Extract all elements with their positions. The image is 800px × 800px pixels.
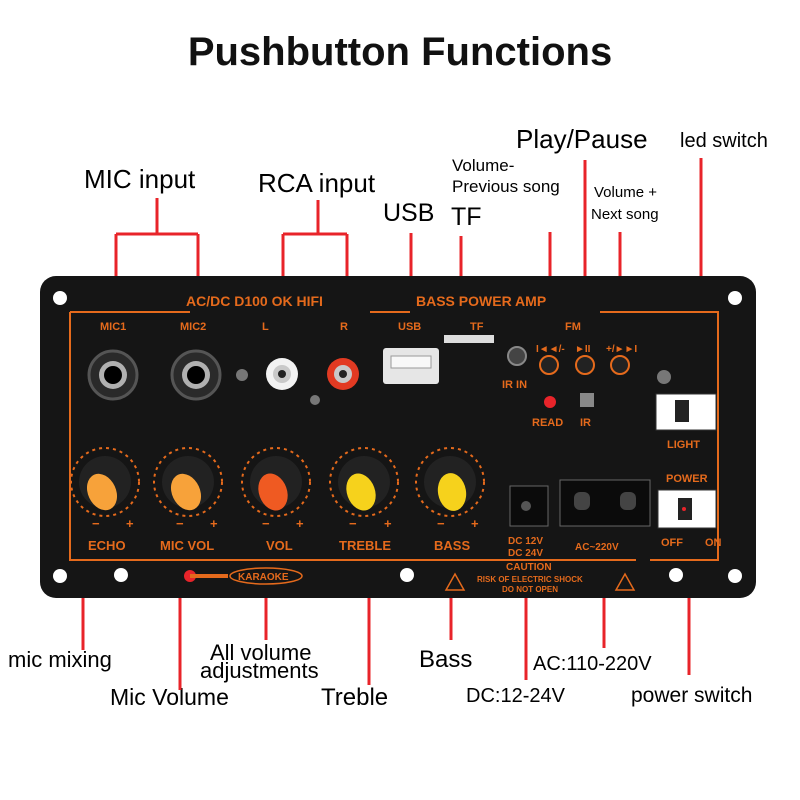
mount-hole bbox=[728, 291, 742, 305]
callout-volume-plus: Volume + bbox=[594, 184, 657, 201]
knob-plus: + bbox=[126, 516, 134, 531]
next-button[interactable] bbox=[610, 355, 630, 375]
mount-hole bbox=[669, 568, 683, 582]
callout-usb: USB bbox=[383, 199, 435, 227]
label-read: READ bbox=[532, 417, 563, 429]
callout-mic-mixing: mic mixing bbox=[8, 647, 112, 672]
label-light: LIGHT bbox=[667, 439, 700, 451]
label-bass: BASS bbox=[434, 538, 470, 553]
knob-minus: − bbox=[92, 516, 100, 531]
callout-bass: Bass bbox=[419, 646, 473, 673]
ir-receiver bbox=[580, 393, 594, 407]
callout-ac: AC:110-220V bbox=[533, 653, 652, 675]
callout-treble: Treble bbox=[321, 684, 389, 711]
label-mic1: MIC1 bbox=[100, 321, 126, 333]
knob-plus: + bbox=[296, 516, 304, 531]
mic2-jack[interactable] bbox=[170, 349, 222, 401]
label-vol: VOL bbox=[266, 538, 293, 553]
callout-tf: TF bbox=[451, 203, 482, 231]
callout-mic-input: MIC input bbox=[84, 164, 196, 194]
screw bbox=[657, 370, 671, 384]
label-dc-12v: DC 12V bbox=[508, 536, 543, 547]
label-mic2: MIC2 bbox=[180, 321, 206, 333]
label-tf: TF bbox=[470, 321, 484, 333]
callout-next-song: Next song bbox=[591, 206, 659, 223]
callout-dc: DC:12-24V bbox=[466, 685, 565, 707]
label-fm: FM bbox=[565, 321, 581, 333]
label-karaoke: KARAOKE bbox=[238, 572, 289, 583]
callout-play-pause: Play/Pause bbox=[516, 124, 648, 154]
tf-slot[interactable] bbox=[444, 335, 494, 343]
mount-hole bbox=[728, 569, 742, 583]
panel-header-right: BASS POWER AMP bbox=[416, 293, 546, 309]
knob-minus: − bbox=[437, 516, 445, 531]
label-ir-in: IR IN bbox=[502, 379, 527, 391]
read-led bbox=[544, 396, 556, 408]
label-ir: IR bbox=[580, 417, 591, 429]
knob-plus: + bbox=[384, 516, 392, 531]
label-next: +/►►I bbox=[606, 344, 637, 355]
karaoke-badge bbox=[229, 567, 303, 585]
knob-plus: + bbox=[471, 516, 479, 531]
mic1-jack[interactable] bbox=[87, 349, 139, 401]
mount-hole bbox=[114, 568, 128, 582]
mic-vol-knob[interactable] bbox=[153, 447, 223, 517]
ir-in-jack[interactable] bbox=[507, 346, 527, 366]
prev-button[interactable] bbox=[539, 355, 559, 375]
label-ac: AC~220V bbox=[575, 542, 619, 553]
bass-knob[interactable] bbox=[415, 447, 485, 517]
label-off: OFF bbox=[661, 537, 683, 549]
callout-rca-input: RCA input bbox=[258, 168, 376, 198]
echo-knob[interactable] bbox=[70, 447, 140, 517]
callout-mic-volume: Mic Volume bbox=[110, 684, 229, 710]
mount-hole bbox=[53, 291, 67, 305]
vol-knob[interactable] bbox=[241, 447, 311, 517]
mount-hole bbox=[400, 568, 414, 582]
label-mic-vol: MIC VOL bbox=[160, 538, 214, 553]
panel-outline bbox=[69, 311, 719, 561]
callout-all-volume: All volume bbox=[210, 640, 312, 665]
rca-right-jack[interactable] bbox=[327, 358, 359, 390]
label-prev: I◄◄/- bbox=[536, 344, 565, 355]
page-title: Pushbutton Functions bbox=[187, 30, 613, 74]
knob-minus: − bbox=[176, 516, 184, 531]
label-caution-line2: DO NOT OPEN bbox=[502, 585, 558, 594]
callout-previous-song: Previous song bbox=[452, 177, 560, 196]
label-usb: USB bbox=[398, 321, 421, 333]
play-pause-button[interactable] bbox=[575, 355, 595, 375]
callout-led-switch: led switch bbox=[680, 130, 768, 152]
warning-icon bbox=[444, 572, 466, 591]
warning-icon bbox=[614, 572, 636, 591]
rca-left-jack[interactable] bbox=[266, 358, 298, 390]
panel-header-left: AC/DC D100 OK HIFI bbox=[186, 293, 323, 309]
knob-minus: − bbox=[262, 516, 270, 531]
treble-knob[interactable] bbox=[329, 447, 399, 517]
mount-hole bbox=[53, 569, 67, 583]
screw bbox=[236, 369, 248, 381]
knob-minus: − bbox=[349, 516, 357, 531]
callout-adjustments: adjustments bbox=[200, 658, 319, 683]
label-play: ►II bbox=[575, 344, 591, 355]
screw bbox=[310, 395, 320, 405]
label-treble: TREBLE bbox=[339, 538, 391, 553]
knob-plus: + bbox=[210, 516, 218, 531]
label-echo: ECHO bbox=[88, 538, 126, 553]
ac-socket[interactable] bbox=[559, 479, 651, 527]
label-dc-24v: DC 24V bbox=[508, 548, 543, 559]
callout-volume-minus: Volume- bbox=[452, 156, 515, 175]
label-on: ON bbox=[705, 537, 722, 549]
label-caution-line1: RISK OF ELECTRIC SHOCK bbox=[477, 575, 583, 584]
callout-power-switch: power switch bbox=[631, 684, 753, 707]
label-l: L bbox=[262, 321, 269, 333]
label-power: POWER bbox=[666, 473, 708, 485]
label-caution: CAUTION bbox=[506, 562, 552, 573]
label-r: R bbox=[340, 321, 348, 333]
